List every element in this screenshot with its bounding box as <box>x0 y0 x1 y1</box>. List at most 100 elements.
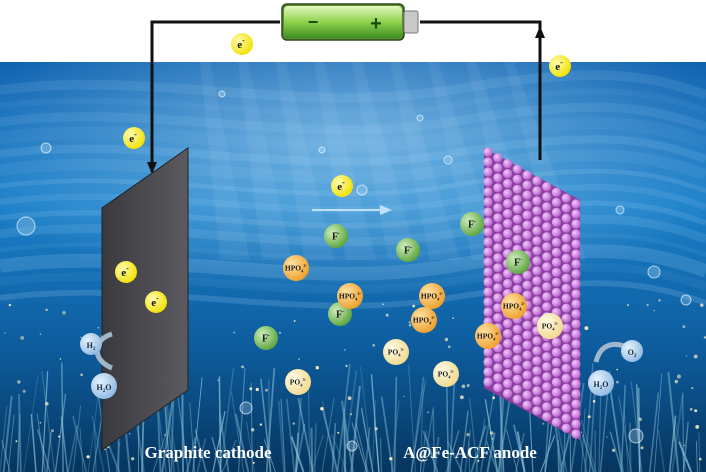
sparkle <box>477 459 480 462</box>
sparkle <box>252 461 255 464</box>
sparkle <box>703 336 706 339</box>
electron <box>123 127 145 149</box>
grass-blade <box>196 438 207 472</box>
bubble <box>40 142 52 154</box>
grass-blade <box>60 416 69 472</box>
anode-sphere <box>522 210 532 220</box>
electron-label: e- <box>121 264 129 279</box>
anode-sphere <box>532 306 542 316</box>
o2-molecule <box>621 340 643 362</box>
anode-sphere <box>503 319 513 329</box>
anode-sphere <box>522 320 532 330</box>
anode-sphere <box>493 283 503 293</box>
anode-sphere <box>512 364 522 374</box>
anode-sphere <box>503 219 513 229</box>
water-molecule-anode <box>588 370 614 396</box>
sparkle <box>292 422 295 425</box>
sparkle <box>491 438 494 440</box>
sparkle <box>658 299 661 302</box>
sparkle <box>695 425 700 429</box>
sparkle <box>293 320 296 322</box>
sparkle <box>233 331 235 334</box>
grass-blade <box>72 415 87 472</box>
grass-blade <box>30 413 37 472</box>
anode-sphere <box>503 169 513 179</box>
grass-blade <box>313 423 317 472</box>
o2-label: O2 <box>628 348 637 359</box>
sparkle <box>403 395 405 397</box>
anode-sphere <box>532 276 542 286</box>
grass-blade <box>433 436 440 472</box>
anode-sphere <box>551 227 562 237</box>
anode-sphere <box>522 170 532 180</box>
grass-blade <box>152 430 168 472</box>
grass-blade <box>212 410 226 472</box>
bubble <box>318 146 326 154</box>
sparkle <box>682 325 686 328</box>
anode-sphere <box>493 263 503 273</box>
anode-sphere <box>522 200 532 210</box>
anode-sphere <box>561 283 571 293</box>
anode-sphere <box>571 319 581 329</box>
anode-sphere <box>512 284 522 294</box>
battery-plus: + <box>370 13 382 35</box>
sparkle <box>104 448 106 451</box>
anode-sphere <box>512 274 522 284</box>
anode-sphere <box>571 309 581 319</box>
sparkle <box>461 384 466 389</box>
anode-sphere <box>532 206 542 216</box>
anode-sphere <box>512 324 522 334</box>
anode-sphere <box>561 323 571 333</box>
anode-sphere <box>503 379 513 389</box>
grass-blade <box>360 408 374 472</box>
grass-blade <box>246 421 255 472</box>
anode-sphere <box>522 350 532 360</box>
fluoride-ion <box>324 224 348 248</box>
anode-sphere <box>551 347 562 357</box>
grass-blade <box>695 440 698 472</box>
grass-blade <box>234 413 250 472</box>
grass-blade <box>486 432 496 472</box>
sparkle <box>344 349 346 351</box>
light-ray <box>428 62 502 260</box>
grass-blade <box>408 364 416 472</box>
grass-blade <box>459 410 469 472</box>
sparkle <box>372 344 376 347</box>
sparkle <box>448 345 451 348</box>
wave-streak <box>0 135 706 166</box>
light-ray <box>200 62 250 260</box>
grass-blade <box>211 437 223 472</box>
grass-blade <box>370 374 380 472</box>
grass-blade <box>609 431 623 472</box>
anode-sphere <box>493 233 503 243</box>
sparkle <box>427 411 429 414</box>
anode-sphere <box>503 189 513 199</box>
anode-sphere <box>561 203 571 213</box>
grass-blade <box>7 414 15 472</box>
sparkle <box>616 380 619 384</box>
sparkle <box>217 379 220 382</box>
anode-sphere <box>512 224 522 234</box>
anode-sphere <box>503 349 513 359</box>
electron <box>549 55 571 77</box>
anode-sphere <box>542 362 552 372</box>
anode-sphere <box>483 187 493 197</box>
bubble <box>647 265 661 279</box>
grass-blade <box>648 392 660 472</box>
hydrogen-phosphate-ion-label: HPO42- <box>503 301 526 311</box>
anode-sphere <box>551 217 562 227</box>
sparkle <box>249 387 253 391</box>
sparkle <box>265 388 268 392</box>
anode-sphere <box>493 373 503 383</box>
sparkle <box>587 415 591 419</box>
anode-sphere <box>493 193 503 203</box>
anode-sphere <box>483 357 493 367</box>
electron <box>115 261 137 283</box>
anode-sphere <box>571 249 581 259</box>
anode-sphere <box>532 256 542 266</box>
anode-sphere <box>561 223 571 233</box>
anode-sphere <box>483 147 493 157</box>
sparkle <box>646 303 649 306</box>
anode-sphere <box>522 370 532 380</box>
anode-sphere <box>493 203 503 213</box>
